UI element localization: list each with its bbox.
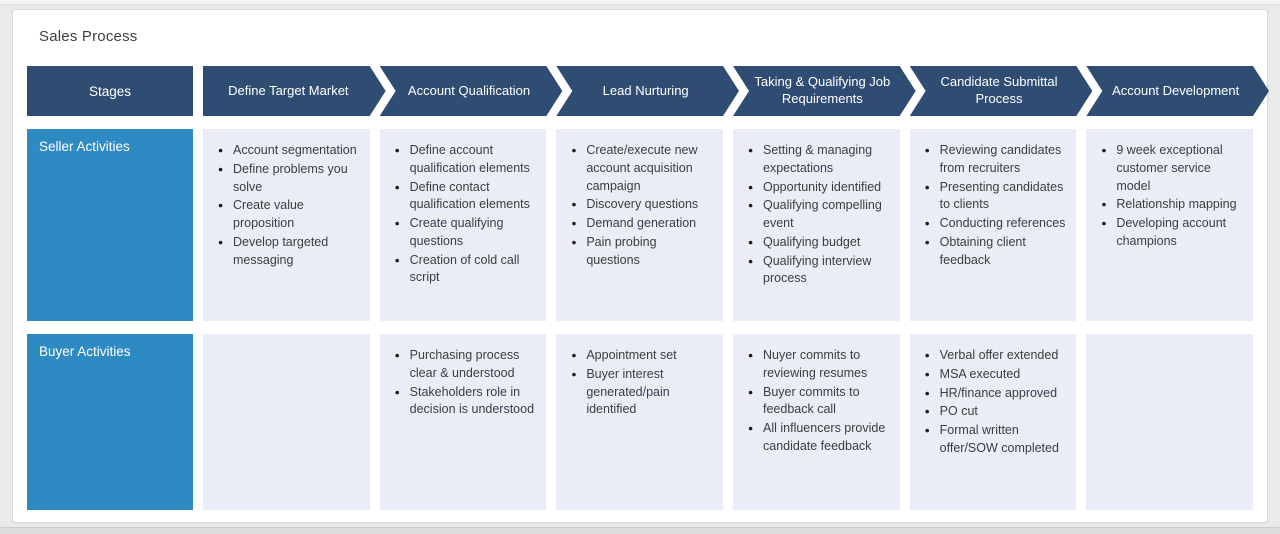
row-label-seller-activities: Seller Activities [27,129,193,321]
bullet-item: All influencers provide candidate feedba… [748,420,890,456]
cell-seller-account-development: 9 week exceptional customer service mode… [1086,129,1253,321]
bullet-item: Relationship mapping [1101,196,1243,214]
cell-seller-taking-qualifying-job-requirements: Setting & managing expectationsOpportuni… [733,129,900,321]
bullet-item: Account segmentation [218,142,360,160]
bullet-item: Purchasing process clear & understood [395,347,537,383]
bullet-item: Presenting candidates to clients [925,179,1067,215]
bullet-item: Stakeholders role in decision is underst… [395,384,537,420]
bullet-item: Create value proposition [218,197,360,233]
stage-header-lead-nurturing: Lead Nurturing [556,66,739,116]
bullet-item: Qualifying budget [748,234,890,252]
bullet-item: Appointment set [571,347,713,365]
cell-buyer-define-target-market [203,334,370,510]
cell-buyer-taking-qualifying-job-requirements: Nuyer commits to reviewing resumesBuyer … [733,334,900,510]
cell-seller-account-qualification: Define account qualification elementsDef… [379,129,547,321]
bullet-item: Buyer interest generated/pain identified [571,366,713,419]
bullet-item: Nuyer commits to reviewing resumes [748,347,890,383]
bullet-item: Create/execute new account acquisition c… [571,142,713,195]
page-title: Sales Process [39,28,138,45]
stages-corner-header: Stages [27,66,193,116]
cell-buyer-lead-nurturing: Appointment setBuyer interest generated/… [556,334,723,510]
bullet-item: Qualifying interview process [748,253,890,289]
bullet-item: Setting & managing expectations [748,142,890,178]
bullet-item: Qualifying compelling event [748,197,890,233]
bullet-list: Purchasing process clear & understoodSta… [395,347,537,419]
bullet-list: Setting & managing expectationsOpportuni… [748,142,890,288]
window-top-edge [0,0,1280,5]
sales-process-grid: Stages Define Target Market Account Qual… [27,66,1253,510]
cell-buyer-account-qualification: Purchasing process clear & understoodSta… [379,334,547,510]
bullet-item: Define problems you solve [218,161,360,197]
bullet-list: Verbal offer extendedMSA executedHR/fina… [925,347,1067,458]
bullet-list: Account segmentationDefine problems you … [218,142,360,269]
bullet-item: 9 week exceptional customer service mode… [1101,142,1243,195]
bullet-item: Obtaining client feedback [925,234,1067,270]
bullet-list: Create/execute new account acquisition c… [571,142,713,269]
cell-seller-lead-nurturing: Create/execute new account acquisition c… [556,129,723,321]
stage-header-taking-qualifying-job-requirements: Taking & Qualifying Job Requirements [733,66,916,116]
row-label-buyer-activities: Buyer Activities [27,334,193,510]
sales-process-card: Sales Process Stages Define Target Marke… [12,9,1268,523]
stage-header-account-development: Account Development [1086,66,1269,116]
bullet-item: Verbal offer extended [925,347,1067,365]
bullet-item: Developing account champions [1101,215,1243,251]
bullet-item: Pain probing questions [571,234,713,270]
bullet-item: Develop targeted messaging [218,234,360,270]
bullet-item: Opportunity identified [748,179,890,197]
bullet-item: Conducting references [925,215,1067,233]
bullet-list: Reviewing candidates from recruitersPres… [925,142,1067,269]
stage-header-candidate-submittal-process: Candidate Submittal Process [910,66,1093,116]
bullet-list: 9 week exceptional customer service mode… [1101,142,1243,251]
window-bottom-edge [0,527,1280,534]
bullet-item: Creation of cold call script [395,252,537,288]
bullet-item: HR/finance approved [925,385,1067,403]
stage-header-account-qualification: Account Qualification [380,66,563,116]
bullet-list: Nuyer commits to reviewing resumesBuyer … [748,347,890,456]
bullet-item: Buyer commits to feedback call [748,384,890,420]
stage-header-define-target-market: Define Target Market [203,66,386,116]
bullet-list: Define account qualification elementsDef… [395,142,537,287]
bullet-item: Reviewing candidates from recruiters [925,142,1067,178]
cell-buyer-candidate-submittal-process: Verbal offer extendedMSA executedHR/fina… [909,334,1077,510]
bullet-item: Create qualifying questions [395,215,537,251]
bullet-item: Define account qualification elements [395,142,537,178]
bullet-item: Formal written offer/SOW completed [925,422,1067,458]
bullet-item: Discovery questions [571,196,713,214]
bullet-item: PO cut [925,403,1067,421]
cell-seller-define-target-market: Account segmentationDefine problems you … [203,129,370,321]
cell-buyer-account-development [1086,334,1253,510]
bullet-item: Define contact qualification elements [395,179,537,215]
cell-seller-candidate-submittal-process: Reviewing candidates from recruitersPres… [909,129,1077,321]
bullet-item: MSA executed [925,366,1067,384]
bullet-item: Demand generation [571,215,713,233]
bullet-list: Appointment setBuyer interest generated/… [571,347,713,419]
